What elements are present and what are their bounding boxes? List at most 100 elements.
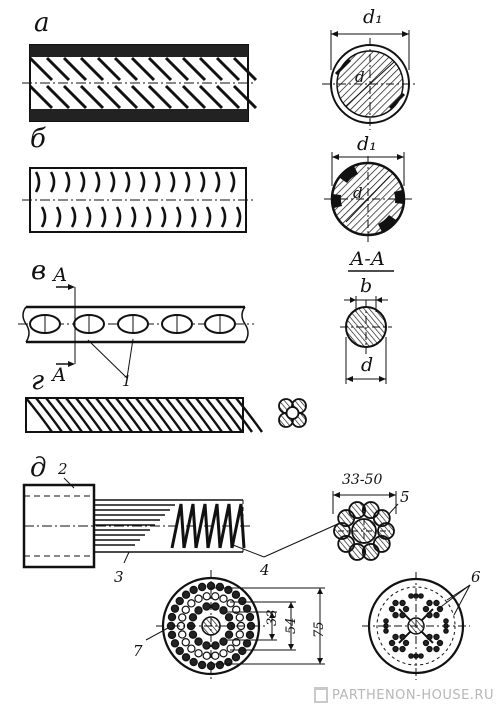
wire-section (383, 628, 389, 634)
wire-section (181, 605, 190, 614)
crescent-rib (124, 171, 131, 193)
rib (164, 56, 190, 82)
crescent-rib (154, 171, 161, 193)
twist-wire (175, 397, 203, 433)
label-g: г (31, 366, 45, 396)
crescent-rib (235, 206, 242, 228)
wire-section (202, 592, 211, 601)
bar-v-side-view (18, 284, 254, 379)
twist-wire (225, 397, 253, 433)
twist-wire (135, 397, 163, 433)
wire-section (215, 582, 225, 592)
spiral-turn (230, 503, 246, 549)
rib (198, 84, 224, 110)
wire-section (170, 639, 180, 648)
rib (45, 56, 71, 82)
wire-section (436, 639, 444, 647)
twist-wire (95, 397, 123, 433)
bundle-d-section-clusters (362, 572, 471, 680)
rib (28, 84, 54, 110)
wire-section (202, 602, 211, 611)
twist-wire (235, 397, 263, 433)
twist-wire (185, 397, 213, 433)
wire-section (226, 644, 235, 653)
wire-section (178, 630, 187, 639)
callout-1: 1 (122, 372, 132, 390)
crescent-rib (94, 171, 101, 193)
rib (181, 84, 207, 110)
dim-33: 33 (265, 609, 280, 626)
wire-section (202, 651, 211, 660)
wire-section (167, 630, 177, 640)
crescent-rib (85, 206, 92, 228)
twist-wire (25, 397, 53, 433)
wire-section (211, 602, 220, 611)
twist-wire (85, 397, 113, 433)
wire-section (188, 613, 198, 622)
twist-wire (205, 397, 233, 433)
crescent-rib (199, 171, 206, 193)
wire-section (187, 644, 196, 653)
crescent-rib (34, 171, 41, 193)
twist-wire (145, 397, 173, 433)
rib (28, 56, 54, 82)
label-v: в (31, 256, 47, 286)
crescent-rib (190, 206, 197, 228)
wire-section (211, 651, 220, 660)
crescent-rib (220, 206, 227, 228)
twist-wire (195, 397, 223, 433)
bar-g-section (278, 398, 307, 428)
dim-d1-b: d₁ (357, 133, 377, 155)
wire-section (189, 657, 198, 667)
wire-section (245, 612, 255, 622)
wire-section (426, 645, 433, 653)
bundle-d-section-large (145, 570, 325, 682)
twist-wire (125, 397, 153, 433)
spiral-turn (182, 503, 198, 549)
wire-section (399, 633, 406, 641)
wire-section (224, 613, 234, 622)
wire-section (194, 649, 203, 658)
wire-section (392, 611, 399, 619)
wire-section (443, 628, 449, 634)
crescent-rib (175, 206, 182, 228)
twist-wire (35, 397, 63, 433)
rib (79, 56, 105, 82)
rib (113, 56, 139, 82)
callout-4: 4 (260, 561, 270, 579)
wire-section (226, 599, 235, 608)
twist-wire (215, 397, 243, 433)
rib (96, 56, 122, 82)
rib (198, 56, 224, 82)
bar-b-section (324, 152, 412, 242)
bar-g-strand (25, 397, 263, 433)
wire-section (402, 605, 410, 613)
wire-section (181, 653, 191, 662)
bundle-d-section-small (332, 491, 399, 561)
wire-section (194, 594, 203, 603)
wire-section (175, 646, 184, 656)
bar-a-section (322, 30, 418, 130)
wire-section (219, 606, 228, 615)
rib (96, 84, 122, 110)
wire-section (238, 646, 247, 656)
wire-section (426, 611, 433, 619)
rib (62, 84, 88, 110)
wire-section (426, 599, 433, 607)
crescent-rib (64, 171, 71, 193)
rib (215, 56, 241, 82)
wire-section (231, 653, 241, 662)
wire-section (224, 630, 234, 639)
wire-section (219, 637, 228, 646)
spiral-turn (206, 503, 222, 549)
temple-icon (314, 687, 329, 703)
wire-section (235, 630, 244, 639)
dim-75: 75 (312, 621, 327, 638)
rib (181, 56, 207, 82)
wire-section (399, 611, 406, 619)
wire-section (211, 641, 220, 650)
dim-d1-a: d₁ (363, 6, 383, 28)
rib (147, 84, 173, 110)
wire-section (235, 613, 244, 622)
